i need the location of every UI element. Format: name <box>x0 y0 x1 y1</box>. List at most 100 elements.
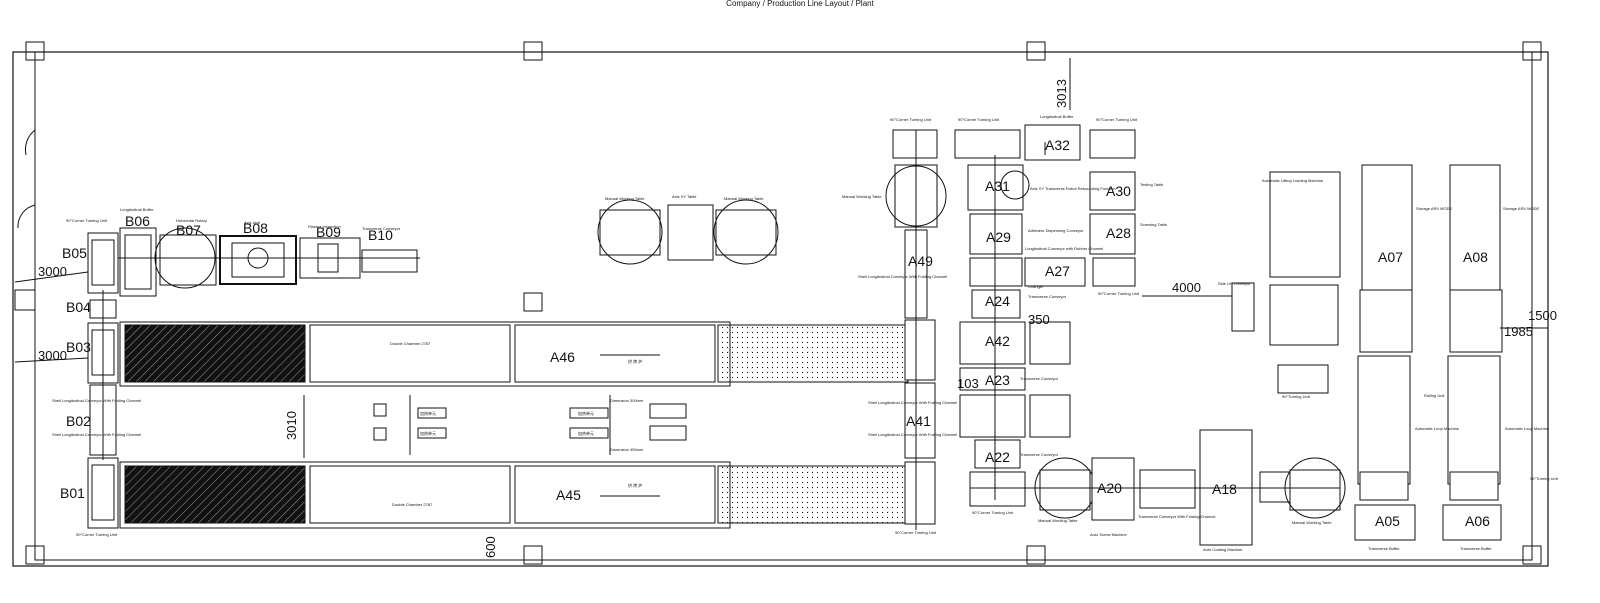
label-a07: A07 <box>1378 249 1403 265</box>
cap-a46-cn: 烘 烤 炉 <box>628 358 642 364</box>
label-a22: A22 <box>985 449 1010 465</box>
cap-a24-trans: Transverse Conveyor <box>1028 294 1067 299</box>
cap-a49-shell: Shell Longitudinal Conveyor With Folding… <box>858 274 947 279</box>
dim-350: 350 <box>1028 312 1050 327</box>
cap-a49-turn: 90°Corner Turning Unit <box>890 117 932 122</box>
captions: 90°Corner Turning Unit Longitudinal Buff… <box>52 114 1559 552</box>
cap-b08: Axis Unit <box>244 220 261 225</box>
label-a49: A49 <box>908 253 933 269</box>
label-a30: A30 <box>1106 183 1131 199</box>
cap-top-buffer: Longitudinal Buffer <box>1040 114 1074 119</box>
cap-turn-r: 90°Turning Unit <box>1282 394 1311 399</box>
cap-bottom-turn: 90°Corner Turning Unit <box>895 530 937 535</box>
unit-labels: B05 B04 B03 B02 B01 B06 B07 B08 B09 B10 … <box>60 137 1490 529</box>
middle-stations <box>597 129 947 530</box>
dim-600: 600 <box>483 536 498 558</box>
label-a23: A23 <box>985 372 1010 388</box>
label-a20: A20 <box>1097 480 1122 496</box>
top-caption: Company / Production Line Layout / Plant <box>726 0 874 8</box>
cap-auto-loop2: Automatic Loop Machine <box>1505 426 1550 431</box>
cap-trans-buf1: Transverse Buffer <box>1368 546 1400 551</box>
cap-turn-bottom: 90°Corner Turning Unit <box>972 510 1014 515</box>
label-b01: B01 <box>60 485 85 501</box>
cap-a18: Auto Coating Machine <box>1203 547 1243 552</box>
label-b08: B08 <box>243 220 268 236</box>
cap-rolling: Rolling Unit <box>1424 393 1445 398</box>
cap-a41-shell2: Shell Longitudinal Conveyor With Folding… <box>868 432 957 437</box>
label-a29: A29 <box>986 229 1011 245</box>
cap-b01: 90°Corner Turning Unit <box>76 532 118 537</box>
cap-b07: Horizontal Rotary <box>176 218 207 223</box>
cap-a20: Auto Screw Machine <box>1090 532 1127 537</box>
cap-testing2: Screwing Table <box>1140 222 1168 227</box>
cap-testing1: Testing Table <box>1140 182 1164 187</box>
dimensions: 3000 3000 3010 600 3013 4000 1500 1985 3… <box>14 58 1557 558</box>
label-a08: A08 <box>1463 249 1488 265</box>
cap-auto-loop: Automatic Loop Machine <box>1415 426 1460 431</box>
building-outline <box>12 41 1549 567</box>
a-line <box>954 124 1503 546</box>
cap-box2: 加热单元 <box>420 430 436 436</box>
cap-side-lift: Side Lift Conveyor <box>1218 281 1251 286</box>
cap-b02: Shell Longitudinal Conveyor With Folding… <box>52 398 141 403</box>
cap-a28: 90°Corner Turning Unit <box>1098 291 1140 296</box>
cap-dim-bottom: Dimension 450mm <box>610 447 644 452</box>
dim-3000-mid: 3000 <box>38 348 67 363</box>
dim-1500: 1500 <box>1528 308 1557 323</box>
cap-a29: Adhesive Dispensing Conveyor <box>1028 228 1084 233</box>
cap-xy-table: Axis XY Table <box>672 194 697 199</box>
cap-manual1: Manual Working Table <box>605 196 645 201</box>
cap-top-turn2: 90°Corner Turning Unit <box>1096 117 1138 122</box>
cap-stage-a08: Storage ARV MODE <box>1503 206 1539 211</box>
label-a27: A27 <box>1045 263 1070 279</box>
label-a18: A18 <box>1212 481 1237 497</box>
cap-trans-buf2: Transverse Buffer <box>1460 546 1492 551</box>
cap-dim-top: Dimension 300mm <box>610 398 644 403</box>
cap-stage-a07: Storage ARV MODE <box>1416 206 1452 211</box>
cap-box1: 加热单元 <box>420 410 436 416</box>
cap-drying-bottom: Double Chamber 2787 <box>392 502 433 507</box>
label-a32: A32 <box>1045 137 1070 153</box>
cap-turn-unit-r: 90°Turning Unit <box>1530 476 1559 481</box>
cap-b05: 90°Corner Turning Unit <box>66 218 108 223</box>
label-b07: B07 <box>176 222 201 238</box>
label-b06: B06 <box>125 213 150 229</box>
b-line <box>87 227 909 529</box>
cap-top-turn1: 90°Corner Turning Unit <box>958 117 1000 122</box>
cap-drying-top: Double Chamber 2787 <box>390 341 431 346</box>
cap-box3: 加热单元 <box>578 410 594 416</box>
dim-4000: 4000 <box>1172 280 1201 295</box>
cap-a31: Axis XY Transverse Robot Rebounding Func… <box>1030 186 1116 191</box>
dim-3010: 3010 <box>284 411 299 440</box>
label-b05: B05 <box>62 245 87 261</box>
dim-103: 103 <box>957 376 979 391</box>
cap-b10: Transverse Conveyor <box>362 226 401 231</box>
cap-manual-bottom: Manual Working Table <box>1038 518 1078 523</box>
dim-3013: 3013 <box>1054 79 1069 108</box>
dim-3000-top: 3000 <box>38 264 67 279</box>
cap-a41-shell: Shell Longitudinal Conveyor With Folding… <box>868 400 957 405</box>
dim-1985: 1985 <box>1504 324 1533 339</box>
label-a06: A06 <box>1465 513 1490 529</box>
label-b04: B04 <box>66 299 91 315</box>
label-a42: A42 <box>985 333 1010 349</box>
label-b09: B09 <box>316 224 341 240</box>
label-b02: B02 <box>66 413 91 429</box>
label-a45: A45 <box>556 487 581 503</box>
cap-trans-fold: Transverse Conveyor With Folding Channel <box>1138 514 1216 519</box>
cap-a49-side: Manual Working Table <box>842 194 882 199</box>
cap-b02b: Shell Longitudinal Conveyor With Folding… <box>52 432 141 437</box>
label-b10: B10 <box>368 227 393 243</box>
cap-a45-cn: 烘 烤 炉 <box>628 482 642 488</box>
cap-auto-lift: Automatic Lifting Loading Machine <box>1262 178 1324 183</box>
label-a05: A05 <box>1375 513 1400 529</box>
label-a46: A46 <box>550 349 575 365</box>
label-b03: B03 <box>66 339 91 355</box>
cap-a22-trans: Transverse Conveyor <box>1020 452 1059 457</box>
label-a28: A28 <box>1106 225 1131 241</box>
label-a41: A41 <box>906 413 931 429</box>
cap-a23-trans: Transverse Conveyor <box>1020 376 1059 381</box>
cap-box4: 加热单元 <box>578 430 594 436</box>
cap-changer: Changer <box>1028 284 1044 289</box>
